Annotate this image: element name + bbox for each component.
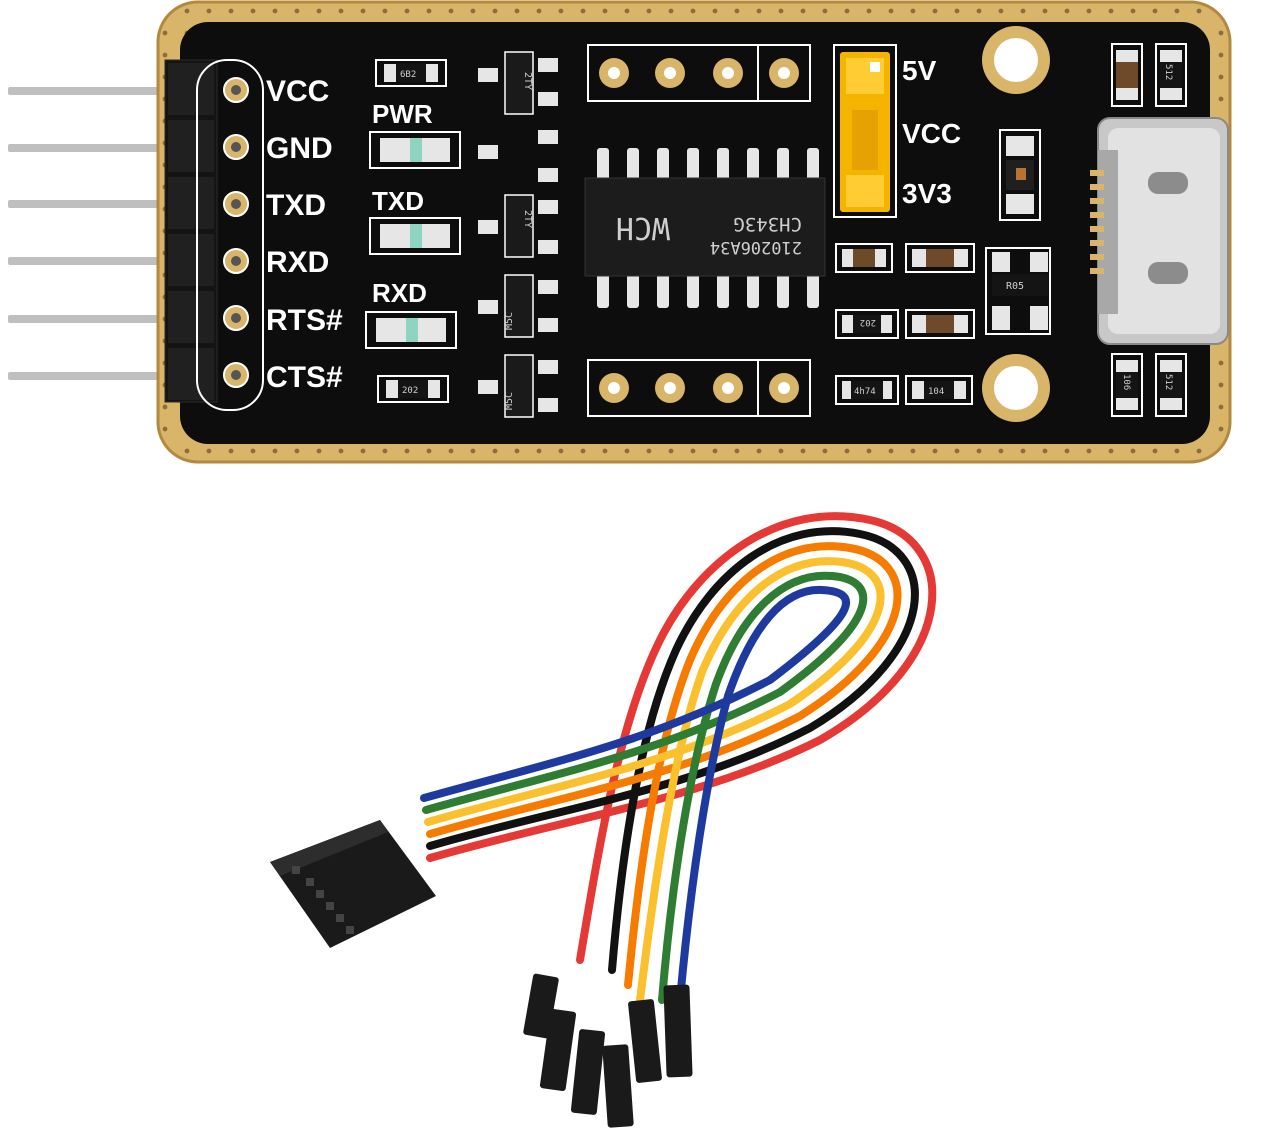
pin-label-rxd: RXD xyxy=(266,246,329,279)
led-txd-icon xyxy=(410,224,422,248)
svg-text:4h74: 4h74 xyxy=(854,387,876,397)
usb-uart-board: VCC GND TXD RXD RTS# CTS# PWR TXD RXD xyxy=(8,0,1232,464)
svg-text:2TY: 2TY xyxy=(522,210,533,228)
svg-text:104: 104 xyxy=(928,387,944,397)
chip-batch-code: 210206A34 xyxy=(710,237,802,257)
header-housing xyxy=(164,59,218,403)
pad-row-bottom xyxy=(587,359,811,417)
pin-label-cts: CTS# xyxy=(266,361,343,394)
wire-3 xyxy=(424,557,885,1004)
wire-2 xyxy=(426,542,902,989)
led-label-txd: TXD xyxy=(372,186,424,216)
jumper-label-vcc: VCC xyxy=(902,118,961,149)
wire-5 xyxy=(420,585,850,1004)
resistor-r2: 202 xyxy=(377,375,449,403)
resistor-r1: 6B2 xyxy=(375,59,447,87)
pin-label-txd: TXD xyxy=(266,189,326,222)
svg-text:M5C: M5C xyxy=(504,312,515,330)
svg-text:202: 202 xyxy=(402,386,418,396)
voltage-jumper: 5V VCC 3V3 xyxy=(833,44,961,218)
ch343g-chip: 210206A34 CH343G WCH xyxy=(584,148,826,308)
pin-pads xyxy=(196,59,264,411)
female-connector-6pin xyxy=(270,820,436,948)
status-leds: PWR TXD RXD xyxy=(365,99,461,349)
svg-text:512: 512 xyxy=(1163,64,1173,80)
svg-text:202: 202 xyxy=(860,317,876,327)
led-label-pwr: PWR xyxy=(372,99,433,129)
svg-text:2TY: 2TY xyxy=(522,72,533,90)
pin-label-vcc: VCC xyxy=(266,75,329,108)
led-pwr-icon xyxy=(410,138,422,162)
svg-text:512: 512 xyxy=(1163,374,1173,390)
usb-c-port xyxy=(1090,117,1229,345)
transistors: 2TY 2TY M5C M5C xyxy=(478,51,558,418)
led-rxd-icon xyxy=(406,318,418,342)
wire-4 xyxy=(422,571,868,1004)
wire-0 xyxy=(426,512,937,964)
jumper-label-3v3: 3V3 xyxy=(902,178,952,209)
svg-text:M5C: M5C xyxy=(504,392,515,410)
pin-label-gnd: GND xyxy=(266,132,333,165)
jumper-cable xyxy=(270,512,937,1128)
pad-row-top xyxy=(587,44,811,102)
svg-text:R05: R05 xyxy=(1006,281,1024,292)
chip-logo: WCH xyxy=(616,210,670,245)
led-label-rxd: RXD xyxy=(372,278,427,308)
wire-1 xyxy=(426,527,919,974)
header-pins xyxy=(8,87,168,380)
pin-label-rts: RTS# xyxy=(266,304,343,337)
mounting-holes xyxy=(982,26,1050,422)
svg-text:106: 106 xyxy=(1121,374,1131,390)
dupont-ends xyxy=(523,973,693,1128)
passive-components: 202 4h74 104 R05 xyxy=(835,43,1187,417)
chip-model: CH343G xyxy=(733,213,802,235)
cable-wires xyxy=(420,512,937,1004)
svg-text:6B2: 6B2 xyxy=(400,70,416,80)
jumper-label-5v: 5V xyxy=(902,55,937,86)
pin-labels: VCC GND TXD RXD RTS# CTS# xyxy=(266,75,343,394)
